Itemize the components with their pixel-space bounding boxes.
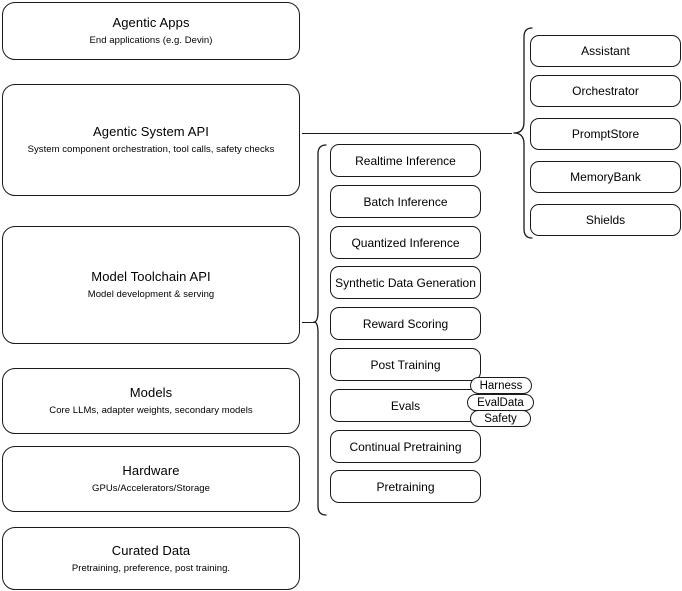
- system-component-promptstore[interactable]: PromptStore: [530, 118, 681, 150]
- system-component-label: Orchestrator: [572, 84, 639, 98]
- layer-title: Hardware: [122, 463, 180, 478]
- capability-label: Pretraining: [376, 479, 435, 494]
- brace-toolchain-capabilities: [312, 143, 334, 519]
- capability-evals[interactable]: Evals: [330, 389, 481, 422]
- connector-line-model-toolchain-api: [302, 322, 316, 323]
- capability-label: Post Training: [370, 357, 441, 372]
- layer-card-agentic-system-api[interactable]: Agentic System API System component orch…: [2, 84, 300, 196]
- capability-label: Batch Inference: [363, 194, 448, 209]
- layer-card-curated-data[interactable]: Curated Data Pretraining, preference, po…: [2, 527, 300, 590]
- layer-title: Models: [129, 385, 173, 400]
- eval-subcomponent-harness[interactable]: Harness: [470, 377, 532, 394]
- layer-title: Agentic Apps: [112, 15, 190, 30]
- capability-label: Reward Scoring: [362, 316, 449, 331]
- capability-label: Synthetic Data Generation: [335, 275, 476, 290]
- system-component-label: MemoryBank: [570, 170, 641, 184]
- capability-batch-inference[interactable]: Batch Inference: [330, 185, 481, 218]
- layer-subtitle: Model development & serving: [87, 289, 215, 300]
- capability-quantized-inference[interactable]: Quantized Inference: [330, 226, 481, 259]
- layer-card-hardware[interactable]: Hardware GPUs/Accelerators/Storage: [2, 446, 300, 512]
- layer-card-agentic-apps[interactable]: Agentic Apps End applications (e.g. Devi…: [2, 2, 300, 60]
- layer-subtitle: GPUs/Accelerators/Storage: [92, 483, 210, 494]
- capability-realtime-inference[interactable]: Realtime Inference: [330, 144, 481, 177]
- layer-card-model-toolchain-api[interactable]: Model Toolchain API Model development & …: [2, 226, 300, 344]
- eval-subcomponent-evaldata[interactable]: EvalData: [467, 394, 534, 411]
- connector-line-agentic-system-api: [302, 133, 512, 134]
- system-component-orchestrator[interactable]: Orchestrator: [530, 75, 681, 107]
- layer-title: Agentic System API: [93, 124, 209, 139]
- capability-label: Evals: [390, 398, 421, 413]
- capability-label: Realtime Inference: [355, 153, 456, 168]
- system-component-label: Shields: [585, 213, 626, 227]
- system-component-assistant[interactable]: Assistant: [530, 35, 681, 67]
- system-component-label: PromptStore: [571, 127, 640, 141]
- capability-synthetic-data-generation[interactable]: Synthetic Data Generation: [330, 266, 481, 299]
- system-component-memorybank[interactable]: MemoryBank: [530, 161, 681, 193]
- layer-subtitle: System component orchestration, tool cal…: [27, 144, 275, 155]
- capability-post-training[interactable]: Post Training: [330, 348, 481, 381]
- capability-continual-pretraining[interactable]: Continual Pretraining: [330, 430, 481, 463]
- layer-subtitle: End applications (e.g. Devin): [89, 35, 213, 46]
- system-component-shields[interactable]: Shields: [530, 204, 681, 236]
- capability-label: Quantized Inference: [351, 235, 460, 250]
- capability-reward-scoring[interactable]: Reward Scoring: [330, 307, 481, 340]
- layer-title: Curated Data: [111, 542, 191, 558]
- eval-subcomponent-label: Harness: [479, 379, 523, 392]
- layer-card-models[interactable]: Models Core LLMs, adapter weights, secon…: [2, 368, 300, 434]
- layer-title: Model Toolchain API: [91, 269, 211, 284]
- eval-subcomponent-label: EvalData: [477, 396, 524, 409]
- layer-subtitle: Core LLMs, adapter weights, secondary mo…: [49, 405, 253, 416]
- eval-subcomponent-safety[interactable]: Safety: [470, 410, 531, 427]
- system-component-label: Assistant: [581, 44, 630, 58]
- brace-system-components: [512, 26, 534, 246]
- capability-pretraining[interactable]: Pretraining: [330, 470, 481, 503]
- layer-subtitle: Pretraining, preference, post training.: [71, 562, 231, 574]
- capability-label: Continual Pretraining: [349, 439, 462, 454]
- eval-subcomponent-label: Safety: [484, 412, 517, 425]
